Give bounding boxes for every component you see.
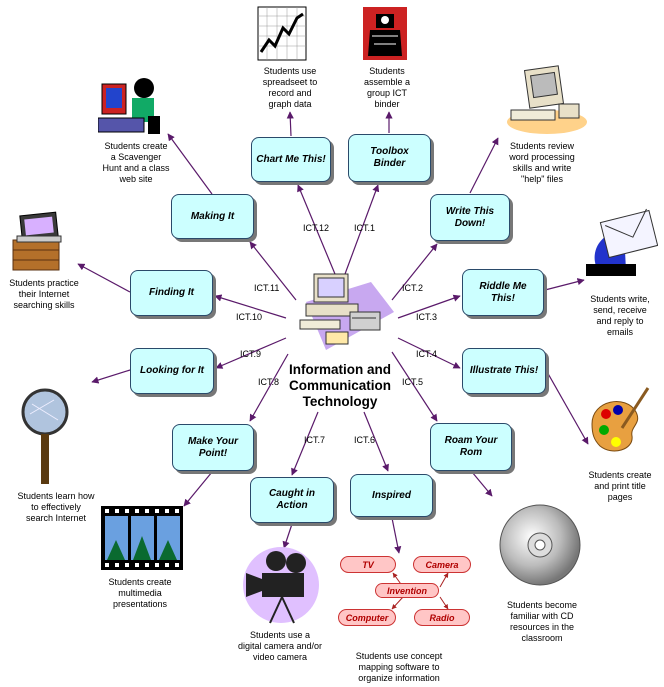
caption-inspired: Students use concept mapping software to… xyxy=(355,651,443,683)
paint-palette-icon xyxy=(591,387,650,452)
film-strip-icon xyxy=(101,506,183,570)
node-illustrate-this[interactable]: Illustrate This! xyxy=(462,348,546,394)
ict-label-10: ICT.10 xyxy=(236,312,263,322)
ict-label-12: ICT.12 xyxy=(303,223,330,233)
computer-hub-icon xyxy=(299,273,394,350)
caption-roam: Students become familiar with CD resourc… xyxy=(506,600,578,643)
email-envelope-icon xyxy=(586,208,658,276)
arrow-to-toolbox xyxy=(344,184,380,275)
caption-chart: Students use spreadseet to record and gr… xyxy=(262,66,318,109)
arrow-caption-looking xyxy=(91,369,131,384)
ict-label-6: ICT.6 xyxy=(354,435,376,445)
caption-making: Students create a Scavenger Hunt and a c… xyxy=(102,141,170,184)
arrow-caption-point xyxy=(183,471,213,507)
node-finding-it[interactable]: Finding It xyxy=(130,270,213,316)
arrow-to-write xyxy=(391,243,438,301)
concept-invention: Invention xyxy=(375,583,439,598)
arrow-to-finding xyxy=(214,294,287,319)
magnifying-glass-icon xyxy=(21,388,69,484)
concept-radio: Radio xyxy=(414,609,470,626)
caption-caught: Students use a digital camera and/or vid… xyxy=(237,630,323,662)
toolbox-icon xyxy=(363,7,407,60)
arrow-to-riddle xyxy=(397,294,461,319)
arrow-caption-roam xyxy=(471,471,493,497)
arrow-to-roam xyxy=(391,351,438,422)
node-toolbox-binder[interactable]: Toolbox Binder xyxy=(348,134,431,182)
caption-point: Students create multimedia presentations xyxy=(108,577,172,609)
caption-riddle: Students write, send, receive and reply … xyxy=(590,294,650,337)
arrow-to-illustrate xyxy=(397,337,461,369)
arrow-to-making xyxy=(249,241,297,301)
arrow-caption-chart xyxy=(286,111,294,137)
web-designer-icon xyxy=(98,78,160,134)
ict-label-9: ICT.9 xyxy=(240,349,262,359)
concept-tv: TV xyxy=(340,556,396,573)
node-write-this-down[interactable]: Write This Down! xyxy=(430,194,510,241)
caption-illustrate: Students create and print title pages xyxy=(588,470,652,502)
laptop-box-icon xyxy=(12,211,62,271)
caption-looking: Students learn how to effectively search… xyxy=(17,491,95,523)
node-inspired[interactable]: Inspired xyxy=(350,474,433,517)
arrow-caption-riddle xyxy=(544,278,585,291)
center-title: Information and Communication Technology xyxy=(288,362,391,409)
arrow-to-caught xyxy=(291,411,319,476)
node-caught-in-action[interactable]: Caught in Action xyxy=(250,477,334,523)
node-looking-for-it[interactable]: Looking for It xyxy=(130,348,214,394)
arrow-caption-finding xyxy=(77,263,131,293)
arrow-caption-illustrate xyxy=(545,369,589,445)
node-chart-me-this[interactable]: Chart Me This! xyxy=(251,137,331,182)
concept-camera: Camera xyxy=(413,556,471,573)
node-making-it[interactable]: Making It xyxy=(171,194,254,239)
arrow-to-point xyxy=(249,353,289,422)
video-camera-icon xyxy=(243,547,319,624)
arrow-caption-making xyxy=(167,133,213,195)
ict-label-5: ICT.5 xyxy=(402,377,424,387)
arrow-caption-caught xyxy=(282,523,293,549)
caption-toolbox: Students assemble a group ICT binder xyxy=(363,66,411,109)
ict-label-8: ICT.8 xyxy=(258,377,280,387)
arrow-to-looking xyxy=(215,337,287,369)
arrow-to-chart xyxy=(297,184,336,275)
caption-write: Students review word processing skills a… xyxy=(509,141,575,184)
concept-computer: Computer xyxy=(338,609,396,626)
node-riddle-me-this[interactable]: Riddle Me This! xyxy=(462,269,544,316)
arrow-caption-write xyxy=(469,137,499,194)
line-graph-icon xyxy=(257,6,307,61)
ict-label-2: ICT.2 xyxy=(402,283,424,293)
node-roam-your-rom[interactable]: Roam Your Rom xyxy=(430,423,512,471)
ict-label-7: ICT.7 xyxy=(304,435,326,445)
ict-label-1: ICT.1 xyxy=(354,223,376,233)
computer-monitor-icon xyxy=(507,65,587,134)
caption-finding: Students practice their Internet searchi… xyxy=(9,278,79,310)
ict-label-11: ICT.11 xyxy=(254,283,280,293)
arrow-caption-inspired xyxy=(391,517,402,554)
ict-label-4: ICT.4 xyxy=(416,349,438,359)
ict-label-3: ICT.3 xyxy=(416,312,438,322)
arrow-to-inspired xyxy=(363,411,389,472)
cd-disc-icon xyxy=(499,504,581,586)
node-make-your-point[interactable]: Make Your Point! xyxy=(172,424,254,471)
